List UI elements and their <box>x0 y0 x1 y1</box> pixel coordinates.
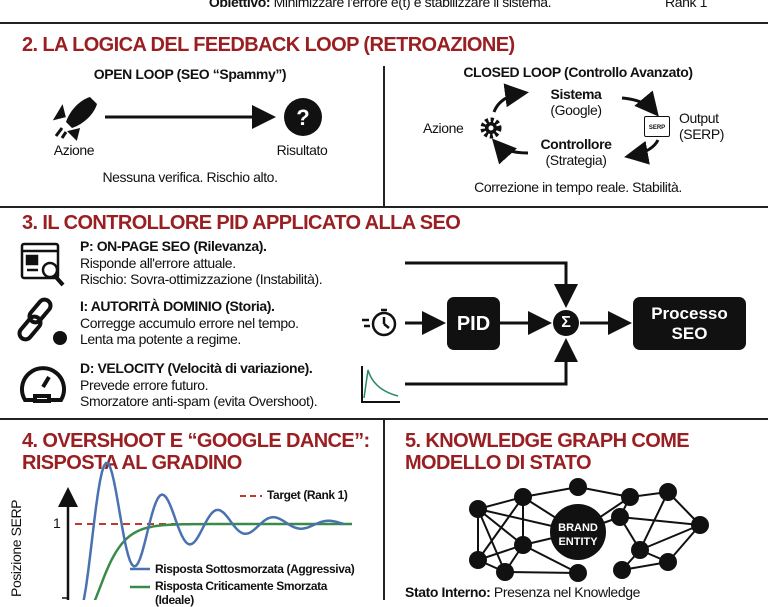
decay-chart-icon <box>361 366 400 403</box>
divider <box>383 66 385 206</box>
graph-node <box>569 478 587 496</box>
brand-entity-node: BRAND ENTITY <box>550 504 606 560</box>
gear-icon <box>480 117 502 139</box>
graph-node <box>514 488 532 506</box>
stopwatch-icon <box>362 308 397 337</box>
divider <box>0 206 768 208</box>
graph-edge <box>522 544 579 574</box>
graph-node <box>621 488 639 506</box>
graph-edge <box>639 491 669 551</box>
rank-label: Rank 1 <box>665 0 707 10</box>
pid-item-d: D: VELOCITY (Velocità di variazione).Pre… <box>80 360 318 409</box>
objective: Obiettivo: Minimizzare l'errore e(t) e s… <box>208 0 552 10</box>
section-2-title: 2. LA LOGICA DEL FEEDBACK LOOP (RETROAZI… <box>22 34 515 56</box>
loop-arrow <box>492 83 529 113</box>
webpage-search-icon <box>20 242 65 287</box>
system-label: Sistema <box>550 86 602 102</box>
closed-note: Correzione in tempo reale. Stabilità. <box>474 179 682 195</box>
graph-node <box>659 483 677 501</box>
summation-node: Σ <box>553 310 579 336</box>
legend-target: Target (Rank 1) <box>267 488 348 502</box>
system-sub: (Google) <box>550 102 602 118</box>
controller-sub: (Strategia) <box>545 152 607 168</box>
section-4-title: 4. OVERSHOOT E “GOOGLE DANCE”:RISPOSTA A… <box>22 430 370 474</box>
y-tick-1: 1 <box>53 515 61 531</box>
p-path-arrow <box>405 261 578 308</box>
graph-node <box>569 564 587 582</box>
closed-loop-title: CLOSED LOOP (Controllo Avanzato) <box>463 64 693 80</box>
state-text: Stato Interno: Presenza nel Knowledge <box>405 584 640 600</box>
divider <box>0 418 768 420</box>
divider <box>0 22 768 24</box>
legend-underdamped: Risposta Sottosmorzata (Aggressiva) <box>155 562 355 576</box>
closed-action-label: Azione <box>423 120 464 136</box>
section-3-title: 3. IL CONTROLLORE PID APPLICATO ALLA SEO <box>22 212 461 234</box>
output-sub: (SERP) <box>679 126 725 142</box>
speedometer-icon <box>20 366 66 403</box>
graph-node <box>469 551 487 569</box>
loop-arrow <box>624 139 660 165</box>
graph-node <box>611 508 629 526</box>
svg-text:ENTITY: ENTITY <box>558 536 598 548</box>
open-loop-title: OPEN LOOP (SEO “Spammy”) <box>93 66 287 82</box>
loop-arrow <box>491 138 529 165</box>
underdamped-curve <box>82 461 345 600</box>
svg-text:?: ? <box>296 105 309 130</box>
knowledge-graph <box>469 478 709 582</box>
graph-edge <box>619 516 701 526</box>
graph-node <box>469 500 487 518</box>
graph-node <box>691 516 709 534</box>
divider <box>383 420 385 600</box>
open-result-label: Risultato <box>276 142 328 158</box>
graph-node <box>631 541 649 559</box>
link-clock-icon <box>17 297 67 345</box>
critically-damped-curve <box>93 522 352 600</box>
pid-block: PID <box>447 297 500 350</box>
output-label: Output <box>679 110 719 126</box>
graph-node <box>514 536 532 554</box>
svg-text:BRAND: BRAND <box>558 522 598 534</box>
graph-edge <box>522 486 579 498</box>
pid-item-i: I: AUTORITÀ DOMINIO (Storia).Corregge ac… <box>80 298 299 347</box>
loop-arrow <box>621 90 659 117</box>
pid-item-p: P: ON-PAGE SEO (Rilevanza).Risponde all'… <box>80 238 323 287</box>
question-icon: ? <box>284 98 322 136</box>
graph-node <box>496 563 514 581</box>
d-path-arrow <box>405 338 578 386</box>
open-note: Nessuna verifica. Rischio alto. <box>102 169 278 185</box>
graph-node <box>659 553 677 571</box>
graph-edge <box>477 496 524 561</box>
open-action-label: Azione <box>53 142 95 158</box>
controller-label: Controllore <box>540 136 612 152</box>
rocket-icon <box>52 97 97 141</box>
graph-node <box>613 561 631 579</box>
graph-edge <box>639 524 701 551</box>
graph-edge <box>504 571 579 574</box>
